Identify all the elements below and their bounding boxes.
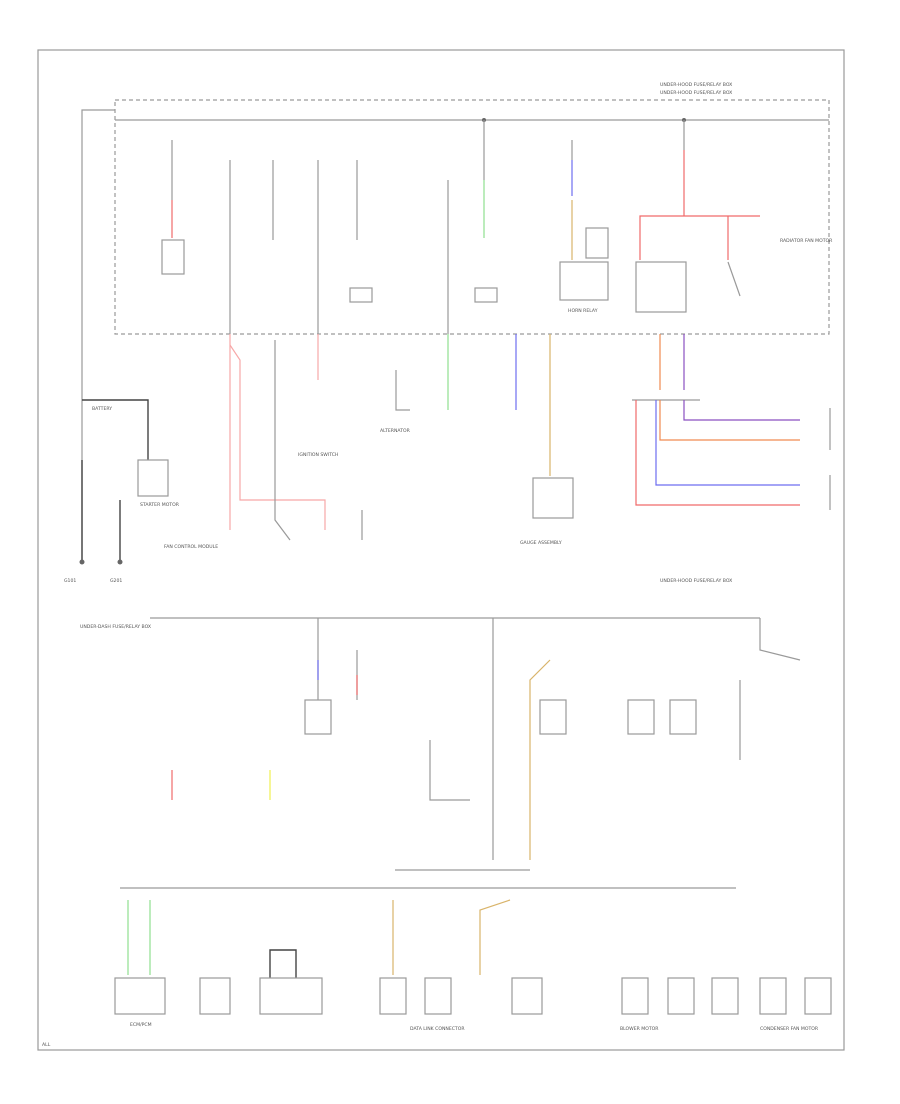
wire: [759, 618, 801, 661]
horn-relay: [559, 261, 609, 301]
component-box: [259, 977, 323, 1015]
component-box: [199, 977, 231, 1015]
component-box: [379, 977, 407, 1015]
blower-label: BLOWER MOTOR: [620, 1026, 659, 1032]
tan-wire: [529, 659, 551, 860]
underhood-box-outline: [114, 99, 830, 335]
battery-feed-line: [81, 109, 115, 560]
battery-cable: [82, 399, 149, 460]
outer-frame: [37, 49, 845, 1051]
purple-wire: [683, 400, 800, 421]
fan-control-label: FAN CONTROL MODULE: [164, 544, 218, 550]
gauge-label: GAUGE ASSEMBLY: [520, 540, 562, 546]
fuse-box: [349, 287, 373, 303]
starter-motor: [137, 459, 169, 497]
fuse-box: [474, 287, 498, 303]
component-box: [424, 977, 452, 1015]
underhood-label-bottom: UNDER-HOOD FUSE/RELAY BOX: [660, 578, 732, 584]
horn-relay-label: HORN RELAY: [568, 308, 598, 314]
ecm-label: ECM/PCM: [130, 1022, 152, 1028]
orange-wire: [659, 400, 800, 441]
condenser-label: CONDENSER FAN MOTOR: [760, 1026, 819, 1032]
ecm-box: [114, 977, 166, 1015]
component-box: [511, 977, 543, 1015]
blue-wire: [655, 400, 800, 486]
red-wire: [639, 215, 760, 260]
red-wire: [635, 400, 800, 506]
component-box: [804, 977, 832, 1015]
component-box: [711, 977, 739, 1015]
relay-box: [539, 699, 567, 735]
component-box: [621, 977, 649, 1015]
black-jumper: [269, 949, 297, 978]
underhood-label-2: UNDER-HOOD FUSE/RELAY BOX: [660, 90, 732, 96]
ground-point: [117, 559, 123, 565]
wire: [274, 340, 291, 541]
gauge-connector: [532, 477, 574, 519]
underhood-label: UNDER-HOOD FUSE/RELAY BOX: [660, 82, 732, 88]
wire: [429, 740, 470, 801]
pink-wire: [229, 344, 326, 530]
ground2-label: G201: [110, 578, 122, 584]
ignition-label: IGNITION SWITCH: [298, 452, 338, 458]
ground-label: G101: [64, 578, 76, 584]
alternator-label: ALTERNATOR: [380, 428, 411, 434]
battery-label: BATTERY: [92, 406, 112, 412]
fan-label: RADIATOR FAN MOTOR: [780, 238, 833, 244]
horn-relay-coil: [585, 227, 609, 259]
relay-box: [669, 699, 697, 735]
relay-box: [304, 699, 332, 735]
fan-relay: [635, 261, 687, 313]
underdash-label: UNDER-DASH FUSE/RELAY BOX: [80, 624, 151, 630]
ground-point: [79, 559, 85, 565]
footer-label: ALL: [42, 1042, 51, 1048]
starter-label: STARTER MOTOR: [140, 502, 180, 508]
relay-switch: [727, 261, 741, 297]
relay-box: [161, 239, 185, 275]
tan-wire: [479, 899, 511, 975]
wire: [395, 370, 410, 411]
dlc-label: DATA LINK CONNECTOR: [410, 1026, 465, 1032]
component-box: [759, 977, 787, 1015]
component-box: [667, 977, 695, 1015]
relay-box: [627, 699, 655, 735]
